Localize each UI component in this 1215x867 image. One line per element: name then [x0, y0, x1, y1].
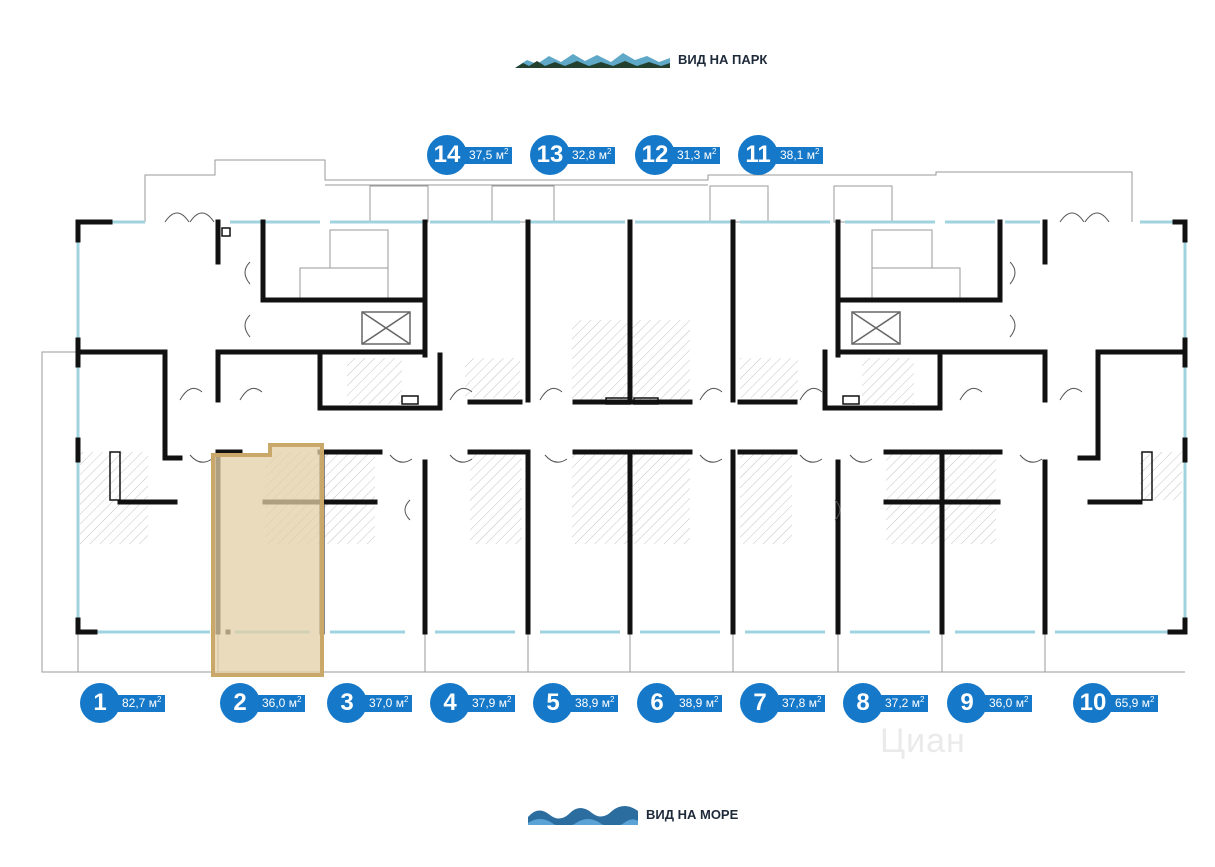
unit-badge-14[interactable]: 14 37,5 м2: [427, 135, 513, 175]
unit-badge-11[interactable]: 11 38,1 м2: [738, 135, 824, 175]
unit-badge-8[interactable]: 8 37,2 м2: [843, 683, 929, 723]
unit-badge-6[interactable]: 6 38,9 м2: [637, 683, 723, 723]
unit-badge-9[interactable]: 9 36,0 м2: [947, 683, 1033, 723]
unit-area: 37,5 м2: [459, 146, 513, 164]
unit-number: 6: [637, 683, 677, 723]
unit-number: 1: [80, 683, 120, 723]
park-view-label: ВИД НА ПАРК: [515, 50, 767, 68]
unit-area: 31,3 м2: [667, 146, 721, 164]
unit-area: 82,7 м2: [112, 694, 166, 712]
unit-area: 38,9 м2: [565, 694, 619, 712]
unit-badge-13[interactable]: 13 32,8 м2: [530, 135, 616, 175]
unit-area: 36,0 м2: [979, 694, 1033, 712]
unit-number: 8: [843, 683, 883, 723]
unit-area: 38,1 м2: [770, 146, 824, 164]
unit-badge-7[interactable]: 7 37,8 м2: [740, 683, 826, 723]
unit-badge-10[interactable]: 10 65,9 м2: [1073, 683, 1159, 723]
door-swings: [164, 212, 1110, 521]
sea-waves-icon: [528, 806, 638, 825]
unit-number: 9: [947, 683, 987, 723]
selected-unit-highlight[interactable]: [211, 443, 324, 677]
unit-number: 3: [327, 683, 367, 723]
sea-view-label: ВИД НА МОРЕ: [528, 803, 738, 825]
unit-area: 37,2 м2: [875, 694, 929, 712]
balcony-dividers: [217, 632, 1046, 672]
unit-area: 65,9 м2: [1105, 694, 1159, 712]
sea-view-text: ВИД НА МОРЕ: [646, 806, 739, 822]
fixtures: [109, 227, 1153, 501]
unit-area: 37,8 м2: [772, 694, 826, 712]
unit-number: 7: [740, 683, 780, 723]
windows: [76, 220, 1187, 634]
unit-area: 37,9 м2: [462, 694, 516, 712]
watermark: Циан: [880, 722, 966, 760]
unit-badge-4[interactable]: 4 37,9 м2: [430, 683, 516, 723]
unit-number: 5: [533, 683, 573, 723]
unit-badge-3[interactable]: 3 37,0 м2: [327, 683, 413, 723]
unit-number: 2: [220, 683, 260, 723]
unit-area: 32,8 м2: [562, 146, 616, 164]
unit-badge-12[interactable]: 12 31,3 м2: [635, 135, 721, 175]
unit-number: 10: [1073, 683, 1113, 723]
elevators: [361, 311, 901, 345]
unit-number: 14: [427, 135, 467, 175]
unit-number: 12: [635, 135, 675, 175]
unit-area: 37,0 м2: [359, 694, 413, 712]
unit-badge-1[interactable]: 1 82,7 м2: [80, 683, 166, 723]
unit-number: 13: [530, 135, 570, 175]
unit-area: 36,0 м2: [252, 694, 306, 712]
unit-badge-5[interactable]: 5 38,9 м2: [533, 683, 619, 723]
unit-badge-2[interactable]: 2 36,0 м2: [220, 683, 306, 723]
mountains-forest-icon: [515, 53, 670, 68]
unit-number: 4: [430, 683, 470, 723]
unit-number: 11: [738, 135, 778, 175]
unit-area: 38,9 м2: [669, 694, 723, 712]
park-view-text: ВИД НА ПАРК: [678, 51, 768, 67]
